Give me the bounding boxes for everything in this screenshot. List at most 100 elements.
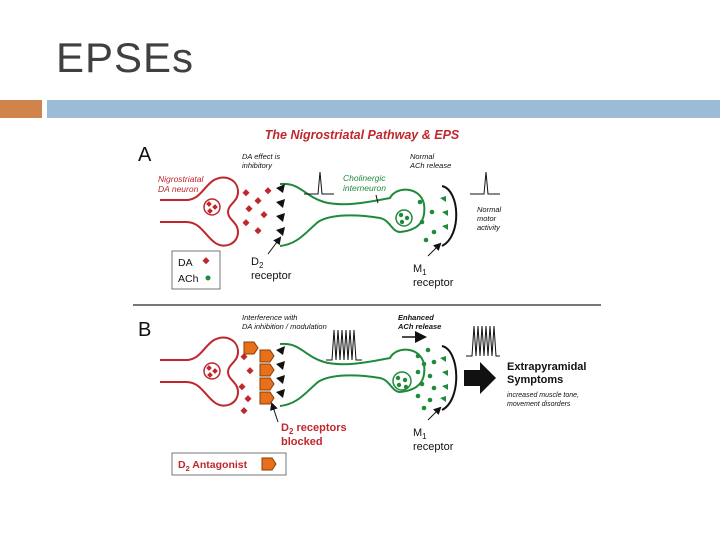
da-molecule bbox=[240, 353, 248, 361]
da-molecule bbox=[242, 219, 250, 227]
m1-receptor-word-a: receptor bbox=[413, 277, 454, 289]
normal-ach-label-1: Normal bbox=[410, 152, 435, 161]
eps-sub-2: movement disorders bbox=[507, 401, 571, 408]
eps-sub-1: increased muscle tone, bbox=[507, 392, 579, 399]
legend-da-label: DA bbox=[178, 257, 193, 269]
ach-molecule bbox=[421, 405, 427, 411]
ach-vesicle-a bbox=[395, 209, 413, 227]
cholinergic-label-2: interneuron bbox=[343, 183, 386, 193]
figure-title: The Nigrostriatal Pathway & EPS bbox=[265, 128, 460, 142]
da-molecule bbox=[242, 189, 250, 197]
ach-molecule bbox=[419, 381, 425, 387]
spike-trace-b1 bbox=[326, 329, 362, 361]
interference-label-2: DA inhibition / modulation bbox=[242, 322, 327, 331]
d2-letter: D bbox=[251, 256, 259, 268]
spike-trace-a1 bbox=[304, 171, 334, 195]
m1-receptor-label-a: M1 bbox=[413, 263, 427, 277]
d2-blocked-letter: D bbox=[281, 422, 289, 434]
ach-molecule bbox=[417, 199, 423, 205]
accent-bar-blue bbox=[47, 100, 720, 118]
d2-receptor-mark bbox=[276, 361, 285, 370]
antagonist-legend-marker bbox=[261, 457, 277, 471]
d2-receptor-mark bbox=[276, 346, 285, 355]
legend-ach-marker bbox=[205, 275, 211, 281]
d2-blocked-sub: 2 bbox=[289, 427, 294, 436]
m1-receptor-label-b: M1 bbox=[413, 427, 427, 441]
da-neuron-terminal-a bbox=[160, 176, 240, 247]
da-molecule bbox=[212, 204, 218, 210]
d2-sub: 2 bbox=[259, 261, 264, 270]
m1-receptor-word-b: receptor bbox=[413, 441, 454, 453]
eps-title-2: Symptoms bbox=[507, 374, 563, 386]
legend-ach-label: ACh bbox=[178, 273, 199, 285]
legend-da-marker bbox=[202, 257, 210, 265]
panel-b-letter: B bbox=[138, 319, 151, 341]
m1-receptor-mark bbox=[440, 356, 446, 362]
spike-trace-b2 bbox=[466, 325, 500, 357]
ach-molecule bbox=[404, 215, 410, 221]
interference-label-1: Interference with bbox=[242, 313, 297, 322]
antagonist-sub: 2 bbox=[186, 464, 190, 473]
d2-receptor-mark bbox=[276, 227, 285, 236]
ach-molecule bbox=[431, 385, 437, 391]
m1-receptor-membrane-b bbox=[441, 345, 458, 411]
ach-molecule bbox=[425, 347, 431, 353]
da-neuron-terminal-b bbox=[160, 336, 240, 407]
m1-letter-b: M bbox=[413, 427, 422, 439]
ach-molecule bbox=[427, 397, 433, 403]
da-molecule bbox=[246, 367, 254, 375]
ach-molecule bbox=[419, 219, 425, 225]
d2-pointer-a bbox=[267, 236, 282, 255]
ach-molecule bbox=[429, 209, 435, 215]
antagonist-legend-box bbox=[171, 452, 287, 476]
legend-box bbox=[171, 250, 221, 290]
enhanced-label-1: Enhanced bbox=[398, 313, 434, 322]
normal-ach-label-2: ACh release bbox=[409, 161, 451, 170]
ach-molecule bbox=[415, 369, 421, 375]
normal-motor-label-1: Normal bbox=[477, 205, 502, 214]
d2-receptor-mark bbox=[276, 199, 285, 208]
da-molecule bbox=[254, 197, 262, 205]
normal-motor-label-2: motor bbox=[477, 214, 497, 223]
da-molecule bbox=[244, 395, 252, 403]
da-vesicle-b bbox=[203, 362, 221, 380]
da-molecule bbox=[240, 407, 248, 415]
spike-trace-a2 bbox=[470, 171, 500, 195]
m1-letter: M bbox=[413, 263, 422, 275]
panel-a-letter: A bbox=[138, 144, 152, 166]
slide-title: EPSEs bbox=[56, 34, 195, 81]
ach-molecule bbox=[395, 375, 401, 381]
eps-title-1: Extrapyramidal bbox=[507, 361, 586, 373]
da-effect-label-1: DA effect is bbox=[242, 152, 280, 161]
m1-receptor-mark bbox=[442, 224, 448, 230]
m1-receptor-mark bbox=[442, 370, 448, 376]
d2-receptor-mark bbox=[276, 389, 285, 398]
ach-molecule bbox=[423, 237, 429, 243]
enhanced-label-2: ACh release bbox=[397, 322, 441, 331]
da-vesicle-a bbox=[203, 198, 221, 216]
m1-pointer-a bbox=[427, 242, 442, 257]
normal-motor-label-3: activity bbox=[477, 223, 501, 232]
m1-receptor-membrane-a bbox=[441, 185, 458, 247]
m1-receptor-mark bbox=[442, 384, 448, 390]
d2-receptor-mark bbox=[276, 184, 285, 193]
da-molecule bbox=[245, 205, 253, 213]
da-molecule bbox=[206, 201, 212, 207]
da-neuron-label-1: Nigrostriatal bbox=[158, 174, 204, 184]
ach-molecule bbox=[399, 219, 405, 225]
d2-blocked-label: D2 receptors bbox=[281, 422, 347, 436]
d2-receptor-mark bbox=[276, 375, 285, 384]
ach-molecule bbox=[415, 353, 421, 359]
da-neuron-label-2: DA neuron bbox=[158, 184, 199, 194]
d2-antagonist-mark bbox=[259, 363, 275, 377]
da-molecule bbox=[212, 368, 218, 374]
m1-receptor-mark bbox=[440, 196, 446, 202]
d2-pointer-b bbox=[270, 402, 279, 423]
d2-blocked-word: receptors bbox=[293, 422, 346, 434]
antagonist-legend-label: D2 Antagonist bbox=[178, 459, 248, 473]
cholinergic-label-1: Cholinergic bbox=[343, 173, 386, 183]
ach-molecule bbox=[398, 212, 404, 218]
ach-molecule bbox=[421, 361, 427, 367]
d2-blocked-word-2: blocked bbox=[281, 436, 323, 448]
